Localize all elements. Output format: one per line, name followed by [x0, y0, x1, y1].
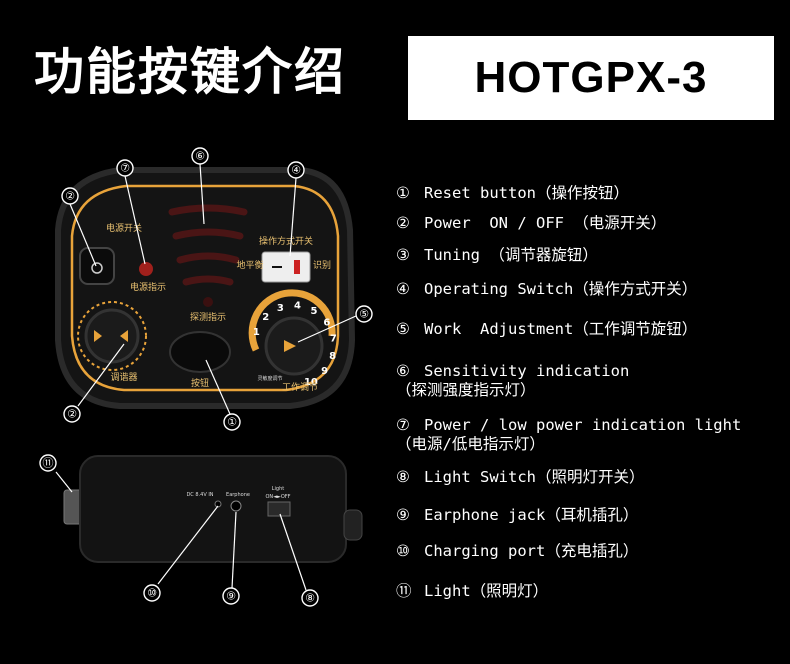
svg-text:④: ④: [291, 164, 301, 177]
legend-number: ④: [396, 280, 410, 298]
dial-number: 2: [262, 312, 269, 323]
operating-switch[interactable]: [261, 251, 311, 283]
page-title: 功能按键介绍: [34, 43, 346, 101]
legend-text: Charging port（充电插孔）: [424, 542, 639, 560]
legend-number: ⑦: [396, 416, 410, 434]
legend-item: ④ Operating Switch（操作方式开关）: [396, 280, 697, 299]
dial-number: 9: [321, 366, 328, 377]
legend-number: ⑪: [396, 582, 412, 600]
sensitivity-label: 灵敏度调节: [257, 375, 282, 382]
legend-item: ⑧ Light Switch（照明灯开关）: [396, 468, 644, 487]
handle-body: DC 8.4V IN Earphone Light ON◄►OFF: [63, 455, 363, 563]
callout-11: ⑪: [39, 454, 57, 472]
svg-text:②: ②: [67, 408, 77, 421]
operating-switch-label: 操作方式开关: [259, 235, 313, 247]
power-indicator-label: 电源指示: [130, 281, 166, 293]
legend-item: ⑤ Work Adjustment（工作调节旋钮）: [396, 320, 697, 339]
legend-item: ⑩ Charging port（充电插孔）: [396, 542, 638, 561]
legend-number: ⑨: [396, 506, 410, 524]
light-switch-label: ON◄►OFF: [265, 494, 290, 500]
dial-number: 8: [329, 351, 336, 362]
legend-text: Operating Switch（操作方式开关）: [424, 280, 698, 298]
device-illustration: 电源开关 电源指示 探测指示 操作方式开关 地平衡 识别 调谐器 按钮: [39, 147, 373, 607]
dial-number: 1: [253, 327, 260, 338]
legend-number: ⑧: [396, 468, 410, 486]
earphone-label: Earphone: [226, 492, 250, 498]
legend-text: Reset button（操作按钮）: [424, 184, 629, 202]
legend-item: ① Reset button（操作按钮）: [396, 184, 629, 203]
dial-number: 6: [323, 318, 330, 329]
legend-text: Power / low power indication light （电源/低…: [396, 416, 742, 453]
legend-text: Light（照明灯）: [424, 582, 549, 600]
legend-item: ⑨ Earphone jack（耳机插孔）: [396, 506, 638, 525]
charge-port-label: DC 8.4V IN: [186, 492, 213, 498]
legend-item: ② Power ON / OFF （电源开关）: [396, 214, 666, 233]
tuner-scale: [77, 301, 147, 371]
discrimination-label: 识别: [313, 260, 331, 271]
svg-text:⑦: ⑦: [120, 162, 130, 175]
callout-4: ④: [287, 161, 305, 179]
callout-2b: ②: [63, 405, 81, 423]
legend-number: ⑩: [396, 542, 410, 560]
sensitivity-indicator: [168, 204, 248, 307]
callout-7: ⑦: [116, 159, 134, 177]
earphone-jack[interactable]: [230, 500, 242, 512]
callout-6: ⑥: [191, 147, 209, 165]
tuner-label: 调谐器: [110, 372, 137, 383]
svg-text:⑧: ⑧: [305, 592, 315, 605]
model-name: HOTGPX-3: [474, 53, 708, 102]
svg-text:⑪: ⑪: [43, 457, 54, 470]
legend-number: ⑥: [396, 362, 410, 380]
callout-5: ⑤: [355, 305, 373, 323]
power-switch-label: 电源开关: [106, 222, 142, 234]
svg-text:⑤: ⑤: [359, 308, 369, 321]
svg-text:⑥: ⑥: [195, 150, 205, 163]
light-label: Light: [272, 486, 285, 492]
power-switch[interactable]: [79, 247, 115, 285]
work-adjust-scale: [248, 289, 336, 352]
tuner-knob[interactable]: [84, 308, 140, 364]
callout-10: ⑩: [143, 584, 161, 602]
legend-text: Light Switch（照明灯开关）: [424, 468, 645, 486]
detect-indicator-label: 探测指示: [190, 311, 226, 323]
leader-lines: [55, 163, 357, 591]
legend-number: ②: [396, 214, 410, 232]
dial-number: 7: [330, 334, 337, 345]
ground-balance-label: 地平衡: [236, 259, 263, 271]
legend-number: ③: [396, 246, 410, 264]
legend-text: Power ON / OFF （电源开关）: [424, 214, 667, 232]
legend-text: Earphone jack（耳机插孔）: [424, 506, 639, 524]
model-badge: HOTGPX-3: [408, 36, 774, 120]
legend-text: Sensitivity indication （探测强度指示灯）: [396, 362, 630, 399]
dial-number: 3: [277, 303, 284, 314]
work-adjust-label: 工作调节: [282, 381, 318, 393]
reset-button-label: 按钮: [191, 377, 209, 389]
callout-2a: ②: [61, 187, 79, 205]
legend-number: ⑤: [396, 320, 410, 338]
legend-number: ①: [396, 184, 410, 202]
legend-text: Tuning （调节器旋钮）: [424, 246, 598, 264]
svg-text:⑨: ⑨: [226, 590, 236, 603]
svg-text:①: ①: [227, 416, 237, 429]
charging-port[interactable]: [214, 500, 222, 508]
callout-1: ①: [223, 413, 241, 431]
power-switch-icon: [91, 262, 103, 274]
svg-text:②: ②: [65, 190, 75, 203]
svg-text:⑩: ⑩: [147, 587, 157, 600]
dial-number: 10: [304, 377, 318, 388]
reset-button[interactable]: [169, 331, 231, 373]
legend-item: ③ Tuning （调节器旋钮）: [396, 246, 598, 265]
callout-9: ⑨: [222, 587, 240, 605]
legend-text: Work Adjustment（工作调节旋钮）: [424, 320, 698, 338]
legend-item: ⑪ Light（照明灯）: [396, 582, 548, 601]
callout-8: ⑧: [301, 589, 319, 607]
light-switch[interactable]: [267, 501, 291, 517]
dial-number: 5: [311, 306, 318, 317]
power-indicator-light: [139, 262, 153, 276]
dial-number: 4: [294, 301, 301, 312]
control-panel: 电源开关 电源指示 探测指示 操作方式开关 地平衡 识别 调谐器 按钮: [55, 167, 356, 409]
